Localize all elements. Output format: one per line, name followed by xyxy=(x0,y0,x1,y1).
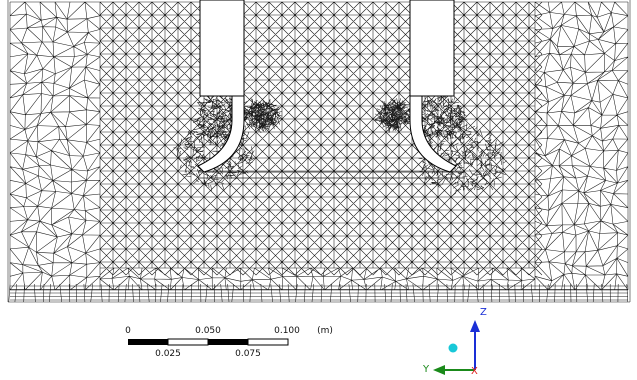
scale-label-0-100: 0.100 xyxy=(274,326,300,336)
right-electrode-tip xyxy=(409,95,457,173)
mesh-wireframe xyxy=(7,0,631,303)
scale-unit: (m) xyxy=(317,326,333,336)
x-axis-label: X xyxy=(471,366,478,377)
scale-segment-1 xyxy=(128,339,168,345)
scale-segment-2 xyxy=(167,338,209,346)
mesh-lines xyxy=(7,0,631,303)
gap-line xyxy=(198,171,465,179)
axis-triad[interactable]: Z Y X xyxy=(422,307,487,377)
scale-label-0-050: 0.050 xyxy=(195,326,221,336)
scale-label-0: 0 xyxy=(125,326,131,336)
z-axis-arrow-icon xyxy=(470,320,480,332)
z-axis-label: Z xyxy=(480,307,487,318)
triad-origin-sphere-icon xyxy=(448,343,458,353)
left-electrode-tip xyxy=(197,95,245,173)
scale-label-0-075: 0.075 xyxy=(235,349,261,359)
y-axis-arrow-icon xyxy=(433,365,445,375)
scale-label-0-025: 0.025 xyxy=(155,349,181,359)
left-electrode-body xyxy=(199,0,245,97)
electrode-cutouts xyxy=(197,0,457,173)
scale-segment-3 xyxy=(208,339,248,345)
scale-bar: 0 0.050 0.100 (m) 0.025 0.075 xyxy=(125,326,333,359)
scale-segment-4 xyxy=(247,338,289,346)
y-axis-label: Y xyxy=(422,364,430,375)
right-electrode-body xyxy=(409,0,455,97)
